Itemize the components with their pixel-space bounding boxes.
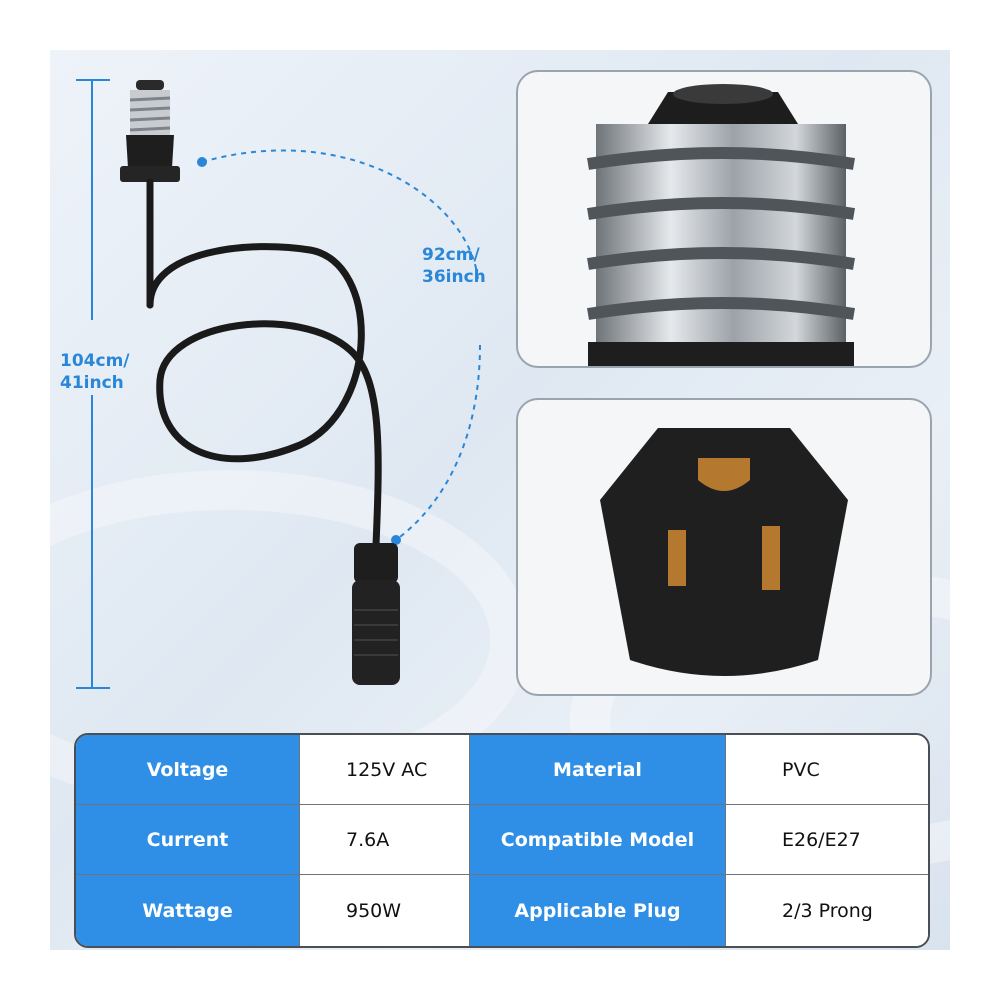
plug-end-icon xyxy=(352,543,400,685)
spec-value-compatible-model: E26/E27 xyxy=(726,805,928,875)
product-overview xyxy=(76,79,481,689)
spec-value-applicable-plug: 2/3 Prong xyxy=(726,875,928,946)
total-length-label: 104cm/ 41inch xyxy=(60,350,130,394)
thread-closeup-icon xyxy=(587,84,855,366)
cord-length-cm: 92cm/ xyxy=(422,245,480,265)
spec-key-applicable-plug: Applicable Plug xyxy=(470,875,726,946)
spec-key-compatible-model: Compatible Model xyxy=(470,805,726,875)
product-canvas: 104cm/ 41inch 92cm/ 36inch xyxy=(50,50,950,950)
spec-key-wattage: Wattage xyxy=(76,875,300,946)
outlet-face-icon xyxy=(600,428,848,676)
spec-table: Voltage 125V AC Material PVC Current 7.6… xyxy=(74,733,930,948)
cord-length-label: 92cm/ 36inch xyxy=(422,244,486,288)
spec-key-current: Current xyxy=(76,805,300,875)
spec-value-material: PVC xyxy=(726,735,928,805)
cable-icon xyxy=(146,178,382,549)
total-length-cm: 104cm/ xyxy=(60,351,130,371)
spec-value-current: 7.6A xyxy=(300,805,470,875)
length-dimension-line xyxy=(76,79,110,689)
cord-length-inch: 36inch xyxy=(422,267,486,287)
socket-adapter-icon xyxy=(120,80,180,182)
outlet-face-panel xyxy=(516,398,932,696)
spec-value-wattage: 950W xyxy=(300,875,470,946)
cord-dimension-arc xyxy=(197,149,481,545)
thread-closeup-panel xyxy=(516,70,932,368)
spec-value-voltage: 125V AC xyxy=(300,735,470,805)
spec-key-material: Material xyxy=(470,735,726,805)
spec-key-voltage: Voltage xyxy=(76,735,300,805)
total-length-inch: 41inch xyxy=(60,373,124,393)
